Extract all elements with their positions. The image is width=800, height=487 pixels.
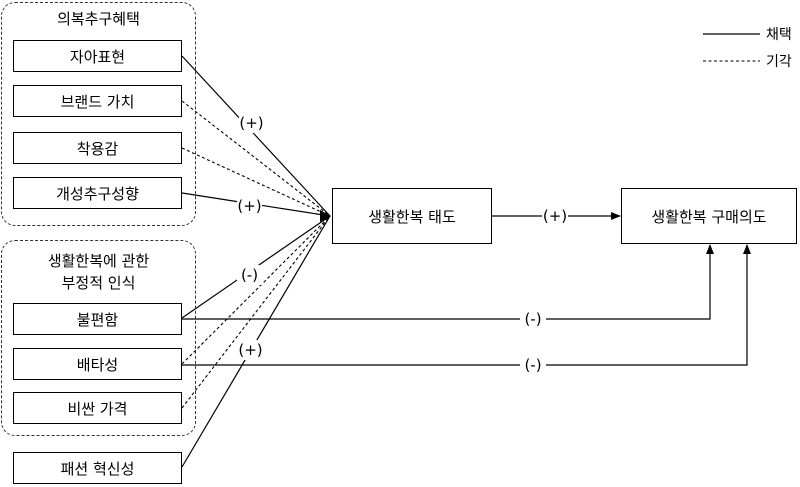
node-label: 생활한복 태도 <box>368 207 456 226</box>
node-label: 패션 혁신성 <box>60 459 135 478</box>
svg-text:(+): (+) <box>237 197 261 215</box>
node-inconvenience: 불편함 <box>13 303 182 335</box>
edge-label-fashion-innovation: (+) <box>238 340 263 360</box>
edge-label-individuality: (+) <box>237 196 262 216</box>
node-label: 자아표현 <box>69 47 126 66</box>
node-comfort: 착용감 <box>13 132 182 164</box>
legend-rejected-label: 기각 <box>766 54 792 70</box>
edge-exclusiveness-intention <box>182 244 751 366</box>
node-exclusiveness: 배타성 <box>13 348 182 380</box>
edge-exclusiveness-attitude <box>181 215 331 365</box>
group-title-negative-line1: 생활한복에 관한 <box>47 252 150 270</box>
node-label: 비싼 가격 <box>67 399 128 418</box>
svg-text:(-): (-) <box>524 310 541 328</box>
node-self-expression: 자아표현 <box>13 40 182 72</box>
edge-label-self-expression: (+) <box>239 113 264 133</box>
node-attitude: 생활한복 태도 <box>332 188 492 244</box>
svg-text:(-): (-) <box>524 356 541 374</box>
group-clothing-benefits: 의복추구혜택 <box>1 2 196 226</box>
edge-inconvenience-intention <box>182 244 714 320</box>
node-label: 브랜드 가치 <box>60 92 135 111</box>
legend-adopted-label: 채택 <box>766 27 792 43</box>
node-brand-value: 브랜드 가치 <box>13 85 182 117</box>
edge-brand-value-attitude <box>181 100 331 217</box>
node-individuality: 개성추구성향 <box>13 177 182 209</box>
edge-expensive-price-attitude <box>181 215 331 409</box>
group-title-clothing-benefits: 의복추구혜택 <box>57 10 140 28</box>
node-label: 착용감 <box>76 139 119 158</box>
node-purchase-intention: 생활한복 구매의도 <box>621 188 797 244</box>
node-expensive-price: 비싼 가격 <box>13 392 182 424</box>
svg-text:(+): (+) <box>238 341 262 359</box>
converge-arrowhead <box>320 210 331 222</box>
edge-label-negative-group: (-) <box>237 265 262 285</box>
edge-label-inconvenience-intention: (-) <box>520 309 546 329</box>
svg-text:(+): (+) <box>543 207 567 225</box>
svg-text:(+): (+) <box>239 114 263 132</box>
svg-text:(-): (-) <box>241 266 258 284</box>
node-label: 불편함 <box>76 310 119 329</box>
node-label: 생활한복 구매의도 <box>651 207 767 226</box>
node-fashion-innovation: 패션 혁신성 <box>13 452 182 484</box>
group-title-negative-line2: 부정적 인식 <box>61 274 136 292</box>
group-negative-perception: 생활한복에 관한 부정적 인식 <box>1 240 196 436</box>
node-label: 개성추구성향 <box>56 184 139 203</box>
edge-self-expression-attitude <box>181 55 331 217</box>
node-label: 배타성 <box>76 355 119 374</box>
edge-label-exclusiveness-intention: (-) <box>520 355 546 375</box>
edge-label-attitude-intention: (+) <box>542 206 568 226</box>
